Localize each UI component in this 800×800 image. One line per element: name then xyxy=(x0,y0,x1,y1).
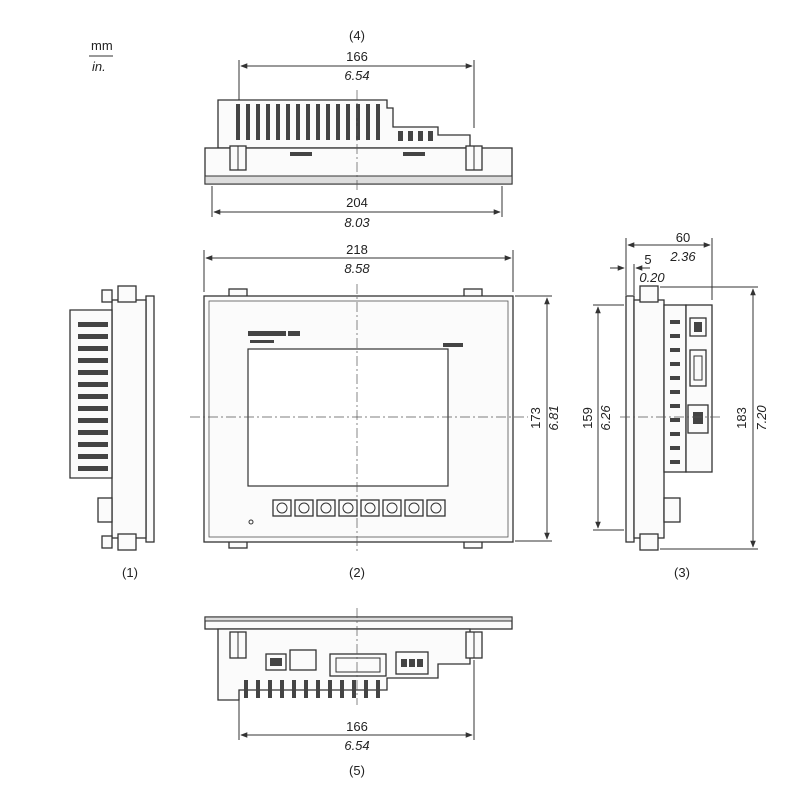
view-label-bottom: (5) xyxy=(349,763,365,778)
top-view-vents xyxy=(236,104,433,156)
top-view: (4) 166 6.54 xyxy=(204,28,513,230)
left-view-clip xyxy=(117,285,137,303)
view-label-left: (1) xyxy=(122,565,138,580)
right-view-ports xyxy=(670,317,709,464)
dim-top-outer-mm: 204 xyxy=(346,195,368,210)
unit-inch: in. xyxy=(92,59,106,74)
dim-inner-height-in: 6.26 xyxy=(598,405,613,431)
dim-bottom-inner-mm: 166 xyxy=(346,719,368,734)
bottom-view-vents xyxy=(244,680,380,698)
serial-port xyxy=(689,349,707,387)
bottom-view-ports xyxy=(265,649,429,677)
view-label-front: (2) xyxy=(349,565,365,580)
dim-bezel-in: 0.20 xyxy=(639,270,665,285)
dim-front-height-in: 6.81 xyxy=(546,405,561,430)
dim-inner-height-mm: 159 xyxy=(580,407,595,429)
product-logo xyxy=(443,343,463,347)
bottom-card-slot xyxy=(329,653,387,677)
dim-bezel-mm: 5 xyxy=(644,252,651,267)
right-view-bezel xyxy=(625,295,635,543)
right-view-clip xyxy=(639,285,659,303)
front-view: 218 8.58 xyxy=(190,242,561,580)
right-view: 60 2.36 5 0.20 xyxy=(580,230,769,580)
dim-front-width-mm: 218 xyxy=(346,242,368,257)
dim-bottom-inner-in: 6.54 xyxy=(344,738,369,753)
right-view-body xyxy=(633,299,665,539)
status-led xyxy=(248,519,254,525)
dim-total-height-in: 7.20 xyxy=(754,405,769,431)
view-label-top: (4) xyxy=(349,28,365,43)
dim-top-outer-in: 8.03 xyxy=(344,215,370,230)
left-view: (1) xyxy=(69,285,155,580)
function-keys xyxy=(272,499,446,517)
units-legend: mm in. xyxy=(89,38,113,74)
left-view-body xyxy=(111,299,147,539)
dim-total-height-mm: 183 xyxy=(734,407,749,429)
dim-depth-mm: 60 xyxy=(676,230,690,245)
dim-front-height-mm: 173 xyxy=(528,407,543,429)
bottom-view: 166 6.54 (5) xyxy=(204,608,513,778)
dim-top-inner-in: 6.54 xyxy=(344,68,369,83)
dim-depth-in: 2.36 xyxy=(669,249,696,264)
top-view-screws xyxy=(229,145,483,171)
left-view-vents xyxy=(78,322,108,471)
view-label-right: (3) xyxy=(674,565,690,580)
dim-front-width-in: 8.58 xyxy=(344,261,370,276)
dim-top-inner-mm: 166 xyxy=(346,49,368,64)
right-view-clip xyxy=(639,533,659,551)
bottom-view-screws xyxy=(229,631,483,659)
left-view-bezel xyxy=(145,295,155,543)
brand-logo xyxy=(248,331,286,336)
left-view-clip xyxy=(117,533,137,551)
display-screen xyxy=(247,348,449,487)
unit-mm: mm xyxy=(91,38,113,53)
